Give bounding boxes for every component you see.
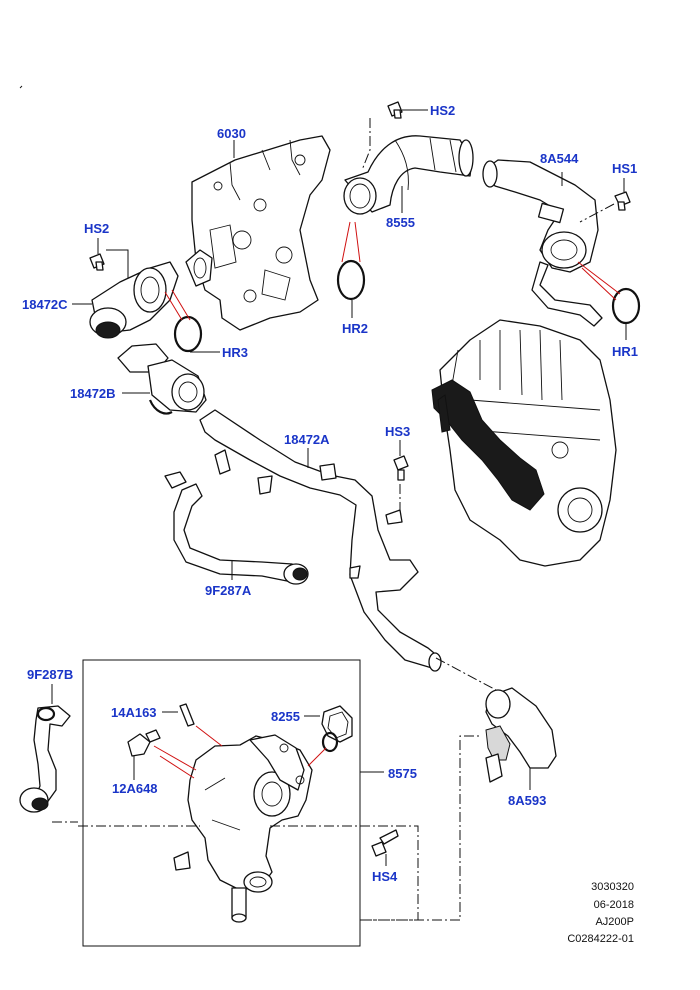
label-6030: 6030: [217, 126, 246, 141]
thermostat-housing-8575: [173, 734, 313, 923]
reference-number: 3030320: [591, 881, 634, 893]
bolt-hs1: [614, 191, 631, 211]
fitting-18472c: [89, 249, 213, 339]
label-hs2-left: HS2: [84, 221, 110, 236]
reference-date: 06-2018: [593, 899, 634, 911]
sub-assembly-box: [82, 659, 361, 947]
label-18472b: 18472B: [70, 386, 116, 401]
o-ring-hr1: [611, 287, 641, 325]
bolt-hs2-top: [387, 101, 403, 119]
hose-9f287b: [19, 705, 71, 813]
engine-overview: [431, 319, 617, 567]
label-hs1: HS1: [612, 161, 638, 176]
label-hr3: HR3: [222, 345, 249, 360]
pin-14a163: [179, 703, 195, 727]
label-hr1: HR1: [612, 344, 639, 359]
label-hs3: HS3: [385, 424, 411, 439]
label-12a648: 12A648: [112, 781, 158, 796]
hose-8555: [343, 135, 474, 215]
label-8a593: 8A593: [508, 793, 547, 808]
label-8555: 8555: [386, 215, 415, 230]
gasket-8255: [321, 705, 353, 753]
label-8255: 8255: [271, 709, 300, 724]
label-18472a: 18472A: [284, 432, 330, 447]
bolt-hs4: [371, 829, 399, 857]
reference-drawing-code: C0284222-01: [567, 933, 634, 945]
o-ring-hr2: [336, 259, 366, 301]
o-ring-hr3: [173, 315, 203, 353]
coupling-18472b: [117, 343, 207, 415]
elbow-8a593: [485, 687, 557, 783]
label-9f287a: 9F287A: [205, 583, 252, 598]
label-hs4: HS4: [372, 869, 398, 884]
label-hs2-top: HS2: [430, 103, 456, 118]
reference-engine-code: AJ200P: [595, 916, 634, 928]
label-hr2: HR2: [342, 321, 369, 336]
pipe-8a544: [482, 159, 603, 327]
label-9f287b: 9F287B: [27, 667, 74, 682]
sensor-12a648: [127, 729, 161, 757]
label-18472c: 18472C: [22, 297, 68, 312]
pipe-18472a: [199, 409, 442, 672]
bolt-hs3: [393, 455, 409, 481]
hose-9f287a: [164, 471, 309, 585]
label-8575: 8575: [388, 766, 417, 781]
label-14a163: 14A163: [111, 705, 157, 720]
housing-6030: [191, 135, 331, 331]
bolt-hs2-left: [89, 253, 105, 271]
label-8a544: 8A544: [540, 151, 579, 166]
